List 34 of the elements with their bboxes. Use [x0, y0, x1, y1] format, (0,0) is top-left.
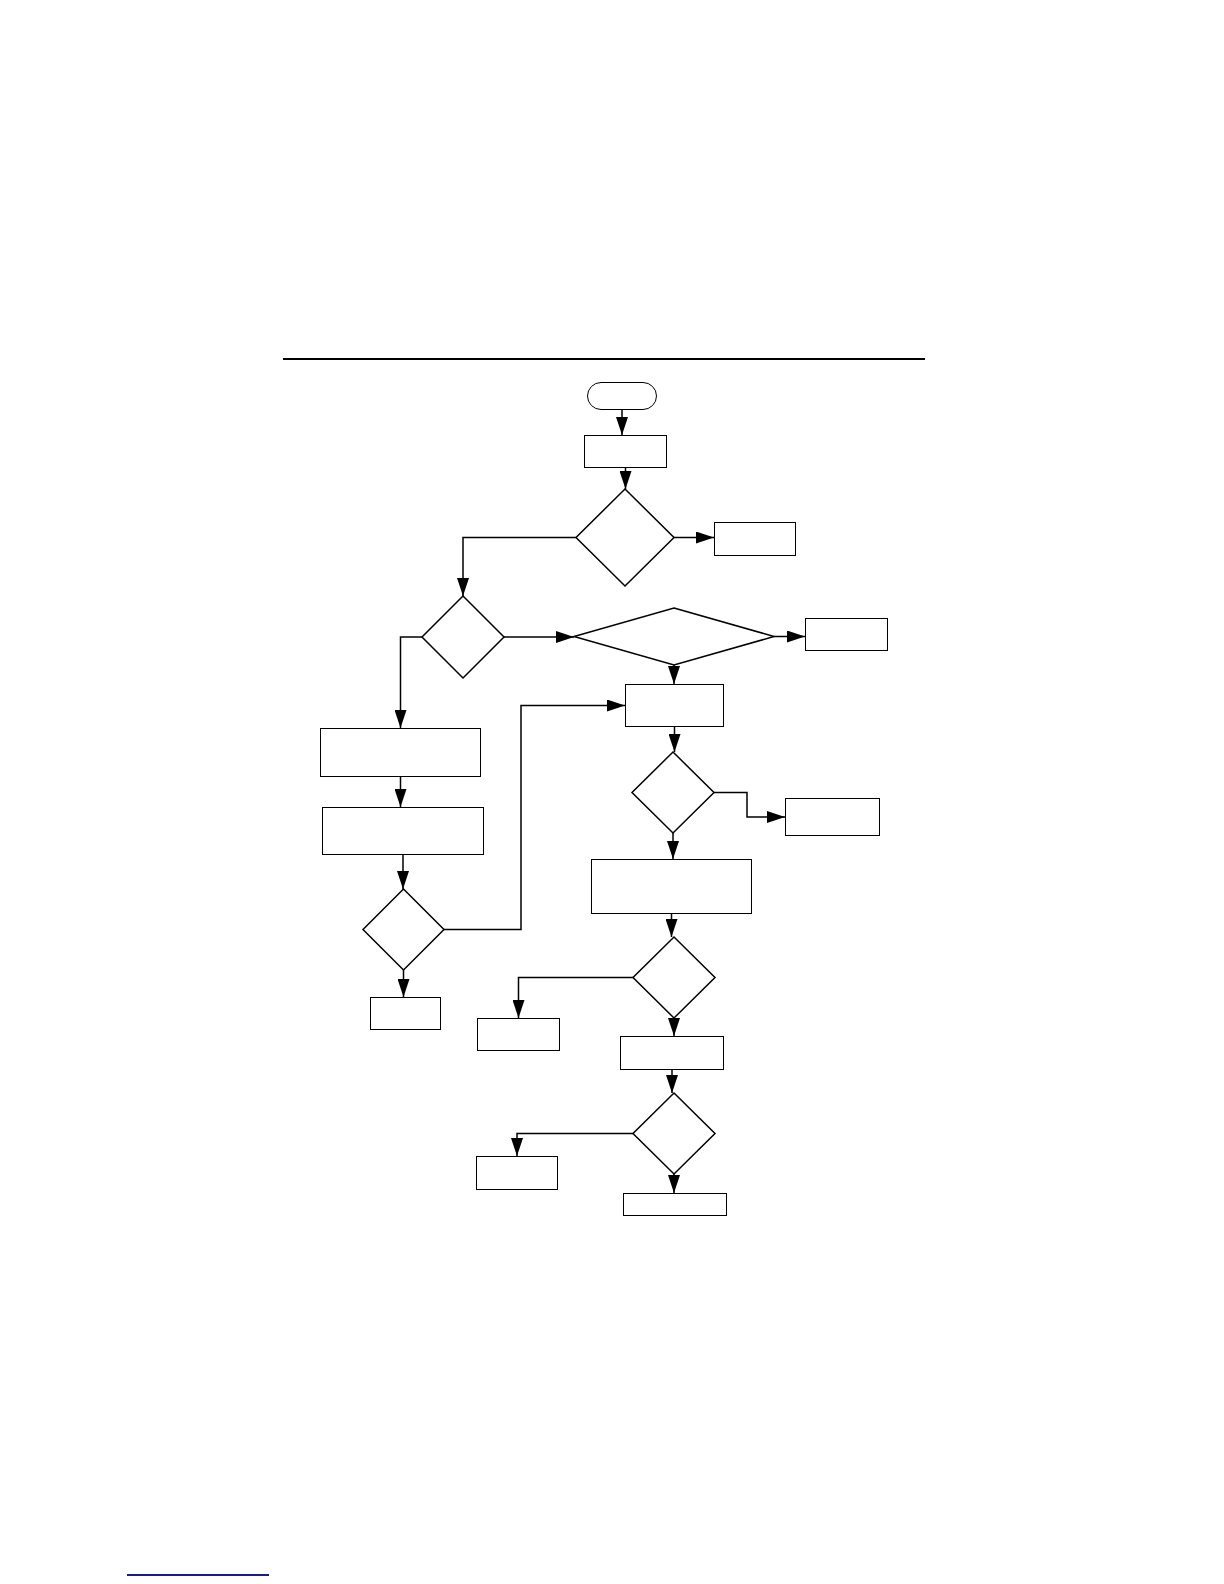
process-box — [476, 1156, 558, 1190]
arrow — [457, 536, 577, 597]
process-box — [320, 728, 481, 777]
arrow — [394, 636, 423, 729]
arrow — [668, 1173, 680, 1194]
arrow — [397, 854, 409, 890]
process-box — [584, 435, 667, 468]
arrow — [397, 969, 410, 998]
arrow — [668, 726, 681, 753]
arrow — [616, 409, 628, 436]
process-box — [322, 807, 484, 855]
process-box — [714, 522, 796, 556]
arrow — [512, 976, 634, 1019]
arrow — [668, 1017, 680, 1037]
arrow — [773, 630, 806, 643]
process-box — [477, 1018, 560, 1051]
arrow — [503, 631, 575, 643]
arrow — [665, 913, 678, 938]
process-box — [623, 1193, 727, 1216]
process-box — [620, 1036, 724, 1070]
arrow — [443, 699, 626, 931]
arrow — [668, 664, 680, 685]
process-box — [805, 618, 888, 651]
process-box — [785, 798, 880, 836]
process-box — [591, 859, 752, 914]
arrow — [511, 1132, 634, 1157]
arrow — [667, 832, 679, 860]
arrow — [713, 791, 786, 823]
process-box — [370, 997, 441, 1030]
process-box — [625, 684, 724, 727]
arrow — [666, 1069, 678, 1094]
arrow — [394, 776, 407, 808]
arrow — [619, 467, 632, 490]
arrow — [673, 531, 715, 544]
